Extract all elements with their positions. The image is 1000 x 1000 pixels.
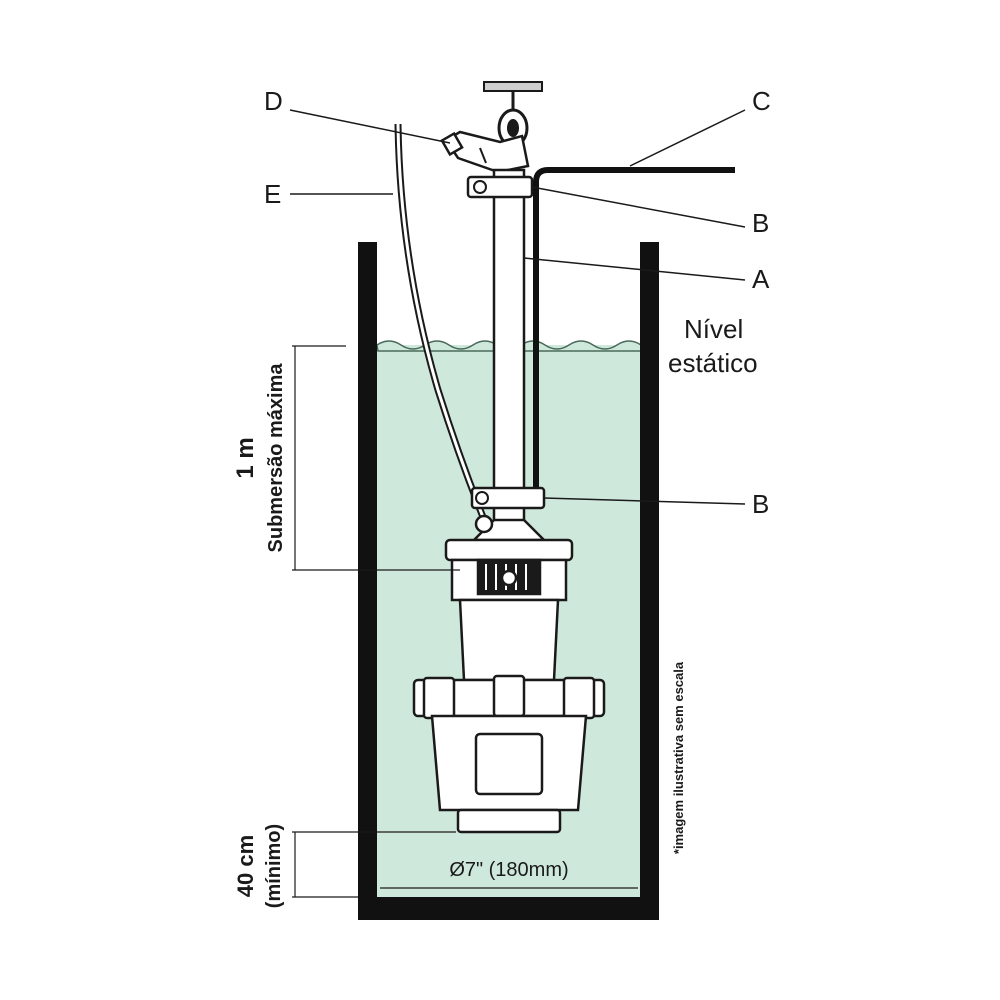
submersion-caption: Submersão máxima: [265, 363, 287, 553]
submersible-pump: [412, 514, 606, 834]
static-level-line2: estático: [668, 348, 758, 378]
label-c: C: [752, 86, 771, 116]
well-wall-right: [640, 242, 659, 920]
minimum-caption: (mínimo): [263, 824, 285, 908]
disclaimer-text: *imagem ilustrativa sem escala: [671, 661, 686, 854]
dimension-lines: [292, 345, 638, 898]
clamp-b-bottom: [470, 486, 546, 510]
well-wall-left: [358, 242, 377, 920]
pipe-fitting-d: [440, 130, 530, 174]
static-level-line1: Nível: [684, 314, 743, 344]
label-b-top: B: [752, 208, 769, 238]
label-a: A: [752, 264, 770, 294]
clamp-b-top: [466, 175, 534, 199]
leader-lines: [289, 109, 746, 505]
ceiling-hook: [483, 81, 543, 148]
label-b-bottom: B: [752, 489, 769, 519]
label-e: E: [264, 179, 281, 209]
minimum-value: 40 cm: [233, 835, 258, 897]
label-d: D: [264, 86, 283, 116]
discharge-pipe-a: [492, 168, 526, 527]
power-cable-c: [533, 167, 735, 498]
diameter-label: Ø7" (180mm): [449, 859, 568, 881]
well-floor: [358, 897, 659, 920]
submersion-value: 1 m: [232, 437, 259, 478]
